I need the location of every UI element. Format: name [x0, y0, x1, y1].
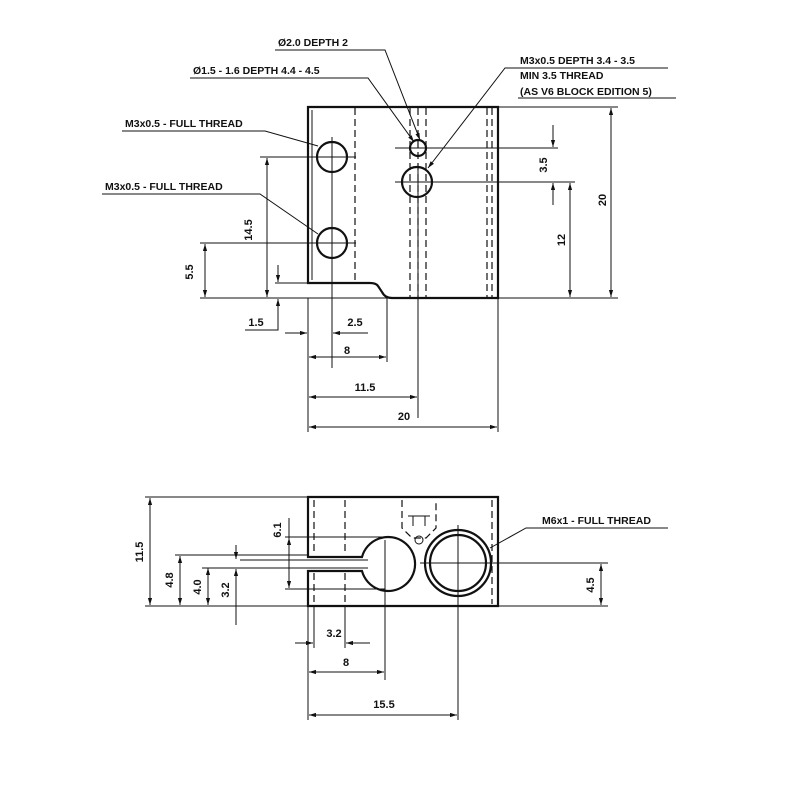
- top-view: 20 12 3.5 14.5 5.5 1.5 2.5 8 11.5 20 Ø2.…: [102, 37, 676, 432]
- bottom-view: 11.5 4.8 4.0 3.2 6.1 4.5 3.2 8 15.5 M6x1…: [134, 495, 668, 720]
- callout-hole-1-5: Ø1.5 - 1.6 DEPTH 4.4 - 4.5: [193, 65, 320, 77]
- dim-5-5: 5.5: [184, 264, 196, 279]
- dim-20-vertical: 20: [597, 194, 609, 206]
- dim-14-5: 14.5: [243, 219, 255, 240]
- dim-1-5: 1.5: [248, 317, 263, 329]
- sensor-bore-hidden: [401, 500, 437, 539]
- callout-m6: M6x1 - FULL THREAD: [542, 515, 651, 527]
- dim-8: 8: [344, 345, 350, 357]
- leader-line: [102, 193, 319, 235]
- dim-4-0: 4.0: [192, 579, 204, 594]
- dim-line-1-5: [245, 299, 281, 331]
- leader-line: [122, 130, 319, 147]
- callout-m3-full-lower: M3x0.5 - FULL THREAD: [105, 181, 223, 193]
- leader-line: [190, 77, 415, 143]
- callout-hole-2-0: Ø2.0 DEPTH 2: [278, 37, 348, 49]
- dim-11-5: 11.5: [355, 382, 376, 394]
- dim-4-8: 4.8: [164, 572, 176, 587]
- sensor-tip: [414, 535, 424, 545]
- dim-15-5: 15.5: [373, 699, 394, 711]
- leader-line: [275, 49, 421, 141]
- callout-m3-depth-line1: M3x0.5 DEPTH 3.4 - 3.5: [520, 55, 635, 67]
- dim-11-5: 11.5: [134, 542, 146, 563]
- dim-12: 12: [556, 234, 568, 246]
- dim-3-2-horizontal: 3.2: [326, 628, 341, 640]
- callout-m3-depth-line3: (AS V6 BLOCK EDITION 5): [520, 86, 652, 98]
- dim-6-1: 6.1: [272, 522, 284, 537]
- leader-line: [427, 67, 668, 169]
- dim-4-5: 4.5: [585, 577, 597, 592]
- dim-3-2-vertical: 3.2: [220, 582, 232, 597]
- block-outline-bottom: [306, 495, 500, 608]
- dim-8-bottom: 8: [343, 657, 349, 669]
- leader-line: [489, 527, 668, 549]
- callout-m3-full-upper: M3x0.5 - FULL THREAD: [125, 118, 243, 130]
- block-outline-top: [306, 105, 500, 300]
- sensor-detail: [408, 515, 430, 526]
- dim-20-horizontal: 20: [398, 411, 410, 423]
- dim-3-5: 3.5: [538, 157, 550, 172]
- callout-m3-depth-line2: MIN 3.5 THREAD: [520, 70, 604, 82]
- dim-2-5: 2.5: [347, 317, 362, 329]
